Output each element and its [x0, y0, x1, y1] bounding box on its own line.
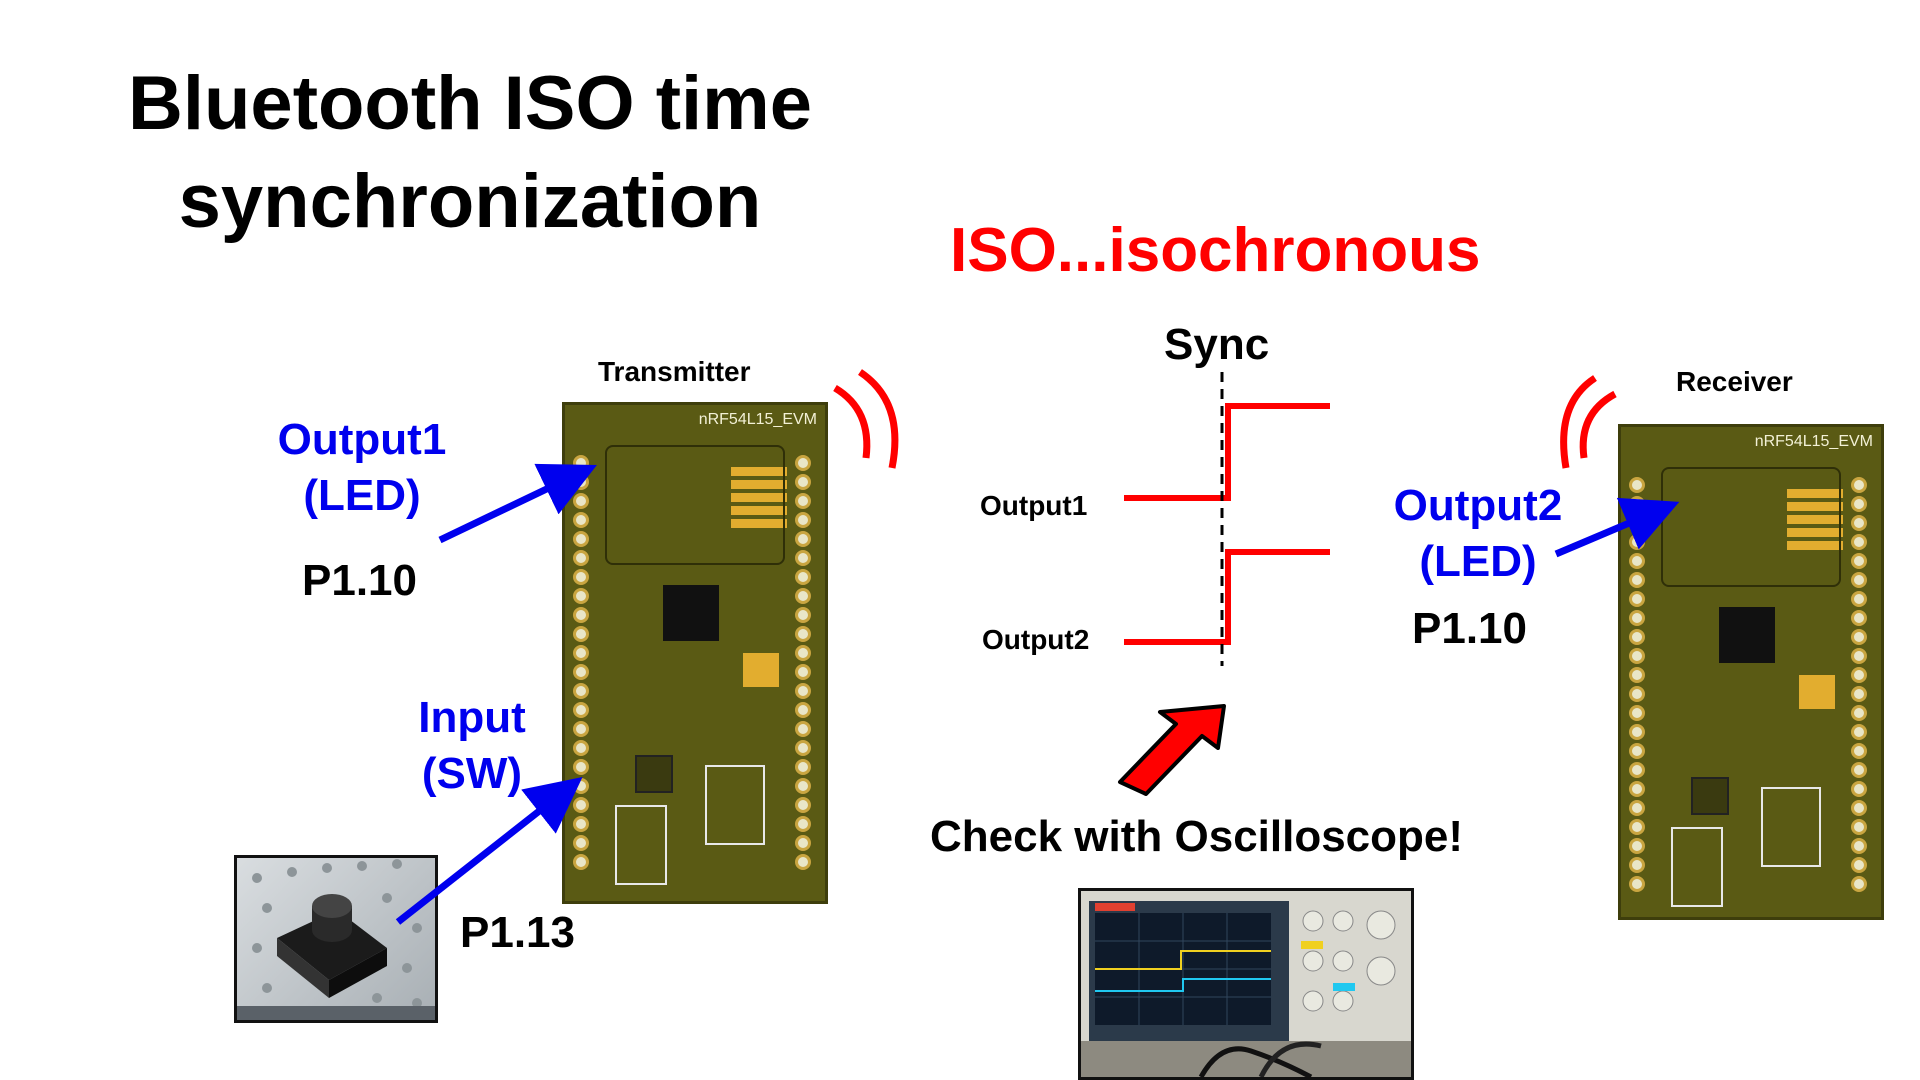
receiver-radio-wave-inner	[1579, 390, 1617, 459]
input-arrow	[395, 777, 583, 925]
timing-output2-label: Output2	[982, 624, 1090, 655]
transmitter-radio-wave-outer	[857, 369, 899, 469]
oscilloscope-note: Check with Oscilloscope!	[930, 812, 1464, 861]
output2-arrow	[1554, 497, 1680, 558]
receiver-sensor-chip	[1691, 777, 1729, 815]
output1-signal-trace	[1124, 403, 1330, 501]
transmitter-right-header	[795, 455, 817, 870]
sync-label: Sync	[1164, 320, 1270, 369]
transmitter-switch-pads	[731, 467, 787, 531]
input-label: Input (SW)	[418, 693, 526, 798]
output2-label: Output2 (LED)	[1393, 481, 1563, 586]
oscilloscope-image	[1081, 891, 1411, 1077]
output2-signal-trace	[1124, 549, 1330, 645]
output1-pin-label: P1.10	[302, 556, 417, 605]
transmitter-ic2-outline	[705, 765, 765, 845]
iso-definition: ISO...isochronous	[950, 216, 1481, 285]
transmitter-mcu-chip	[663, 585, 719, 641]
transmitter-trace	[605, 445, 785, 565]
receiver-radio-wave-outer	[1560, 375, 1597, 469]
output2-pin-label: P1.10	[1412, 604, 1527, 653]
timing-output1-label: Output1	[980, 490, 1088, 521]
output1-label: Output1 (LED)	[277, 415, 447, 520]
transmitter-sw2-outline	[615, 805, 667, 885]
tactile-switch-image	[237, 859, 435, 1020]
receiver-left-header	[1629, 477, 1651, 892]
output1-arrow	[438, 463, 597, 544]
receiver-sw2-outline	[1671, 827, 1723, 907]
transmitter-heading: Transmitter	[598, 356, 751, 387]
page-title: Bluetooth ISO time synchronization	[128, 61, 812, 244]
receiver-right-header	[1851, 477, 1873, 892]
receiver-ic2-outline	[1761, 787, 1821, 867]
oscilloscope-photo	[1078, 888, 1414, 1080]
receiver-switch-pads	[1787, 489, 1843, 553]
transmitter-radio-wave-inner	[833, 384, 871, 459]
transmitter-board-name: nRF54L15_EVM	[698, 411, 817, 428]
receiver-mcu-chip	[1719, 607, 1775, 663]
receiver-antenna-pad	[1799, 675, 1835, 709]
transmitter-antenna-pad	[743, 653, 779, 687]
receiver-heading: Receiver	[1676, 366, 1793, 397]
input-pin-label: P1.13	[460, 908, 575, 957]
receiver-board-name: nRF54L15_EVM	[1754, 433, 1873, 450]
transmitter-sensor-chip	[635, 755, 673, 793]
check-arrow	[1118, 704, 1226, 796]
tactile-switch-photo	[234, 855, 438, 1023]
